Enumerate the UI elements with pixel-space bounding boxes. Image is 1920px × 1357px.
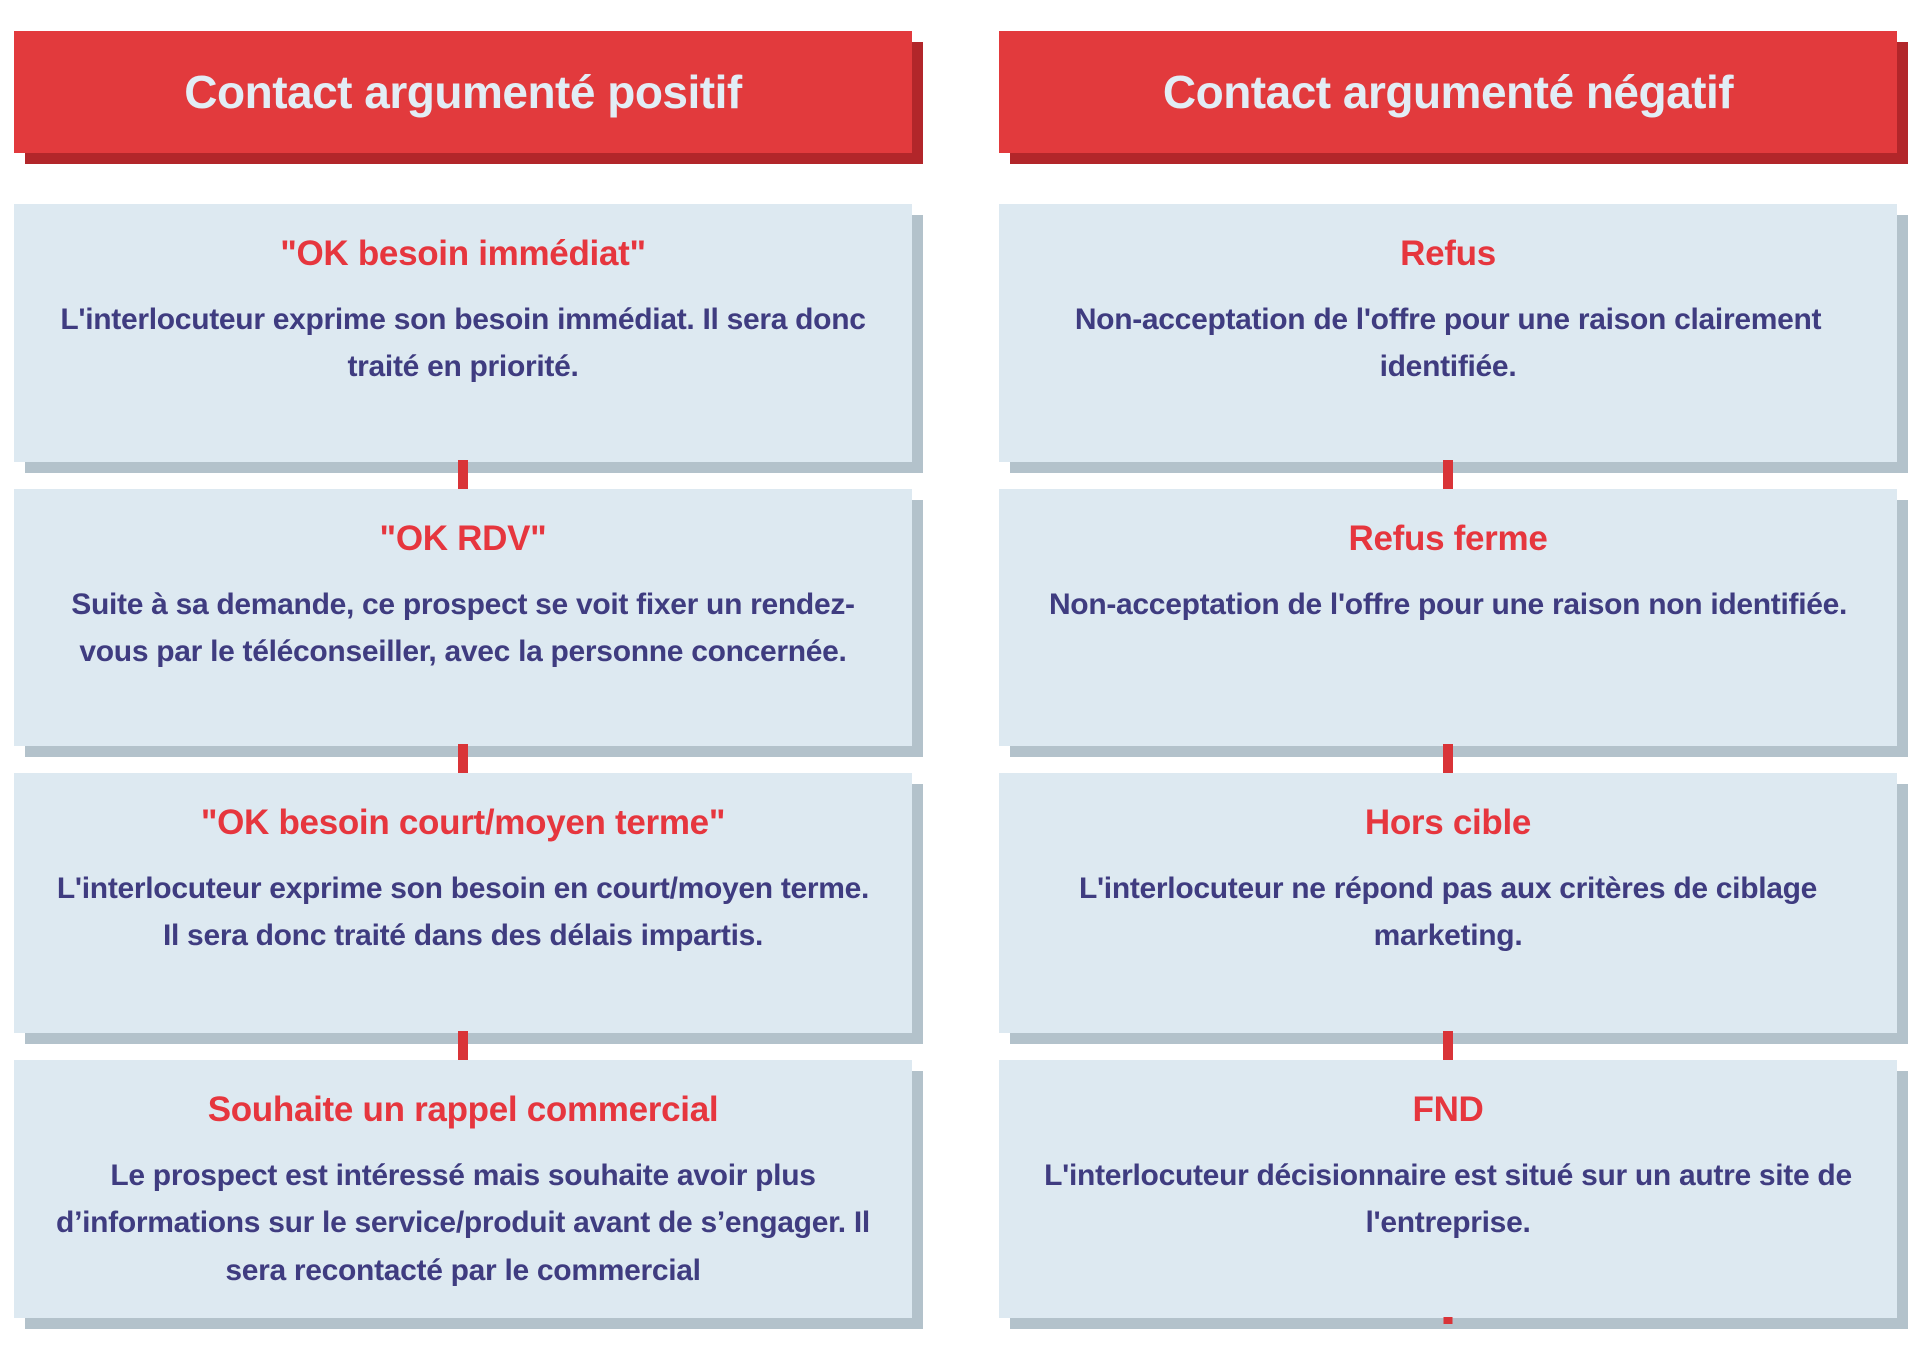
card-ok-besoin-immediat: "OK besoin immédiat" L'interlocuteur exp…	[14, 204, 912, 462]
column-header-negatif-label: Contact argumenté négatif	[1162, 66, 1734, 118]
column-header-positif: Contact argumenté positif	[14, 31, 912, 153]
card-title: Hors cible	[1364, 803, 1532, 842]
card-body: L'interlocuteur exprime son besoin imméd…	[60, 302, 866, 384]
card-fnd: FND L'interlocuteur décisionnaire est si…	[999, 1060, 1897, 1318]
column-contact-negatif: Contact argumenté négatif Refus Non-acce…	[999, 31, 1897, 1324]
card-title: FND	[1412, 1090, 1484, 1129]
card-body: L'interlocuteur exprime son besoin en co…	[56, 871, 870, 953]
card-refus: Refus Non-acceptation de l'offre pour un…	[999, 204, 1897, 462]
card-souhaite-rappel-commercial: Souhaite un rappel commercial Le prospec…	[14, 1060, 912, 1318]
card-refus-ferme: Refus ferme Non-acceptation de l'offre p…	[999, 489, 1897, 746]
card-title: "OK RDV"	[379, 519, 547, 558]
card-title: "OK besoin court/moyen terme"	[200, 803, 726, 842]
card-hors-cible: Hors cible L'interlocuteur ne répond pas…	[999, 773, 1897, 1033]
card-body: Non-acceptation de l'offre pour une rais…	[1074, 302, 1822, 384]
column-contact-positif: Contact argumenté positif "OK besoin imm…	[14, 31, 912, 1318]
connector	[14, 460, 912, 489]
card-body: L'interlocuteur ne répond pas aux critèr…	[1078, 871, 1818, 953]
card-ok-besoin-court-moyen-terme: "OK besoin court/moyen terme" L'interloc…	[14, 773, 912, 1033]
card-body: Non-acceptation de l'offre pour une rais…	[1048, 587, 1848, 621]
connector-dash	[1443, 460, 1453, 489]
card-body: Le prospect est intéressé mais souhaite …	[56, 1158, 870, 1287]
card-ok-rdv: "OK RDV" Suite à sa demande, ce prospect…	[14, 489, 912, 746]
connector-dash	[458, 460, 468, 489]
card-body: Suite à sa demande, ce prospect se voit …	[71, 587, 855, 669]
connector	[14, 744, 912, 773]
connector-dash	[458, 744, 468, 773]
column-header-positif-label: Contact argumenté positif	[184, 66, 742, 118]
column-header-negatif: Contact argumenté négatif	[999, 31, 1897, 153]
connector	[999, 1031, 1897, 1060]
header-gap	[999, 153, 1897, 204]
header-gap	[14, 153, 912, 204]
card-body: L'interlocuteur décisionnaire est situé …	[1044, 1158, 1852, 1240]
connector-dash	[1443, 744, 1453, 773]
connector-dash	[458, 1031, 468, 1060]
card-title: Refus ferme	[1348, 519, 1548, 558]
connector	[999, 744, 1897, 773]
connector-dash	[1443, 1317, 1453, 1324]
card-title: Souhaite un rappel commercial	[207, 1090, 719, 1129]
card-title: Refus	[1400, 234, 1496, 273]
connector	[14, 1031, 912, 1060]
connector	[999, 460, 1897, 489]
connector-dash	[1443, 1031, 1453, 1060]
card-title: "OK besoin immédiat"	[280, 234, 646, 273]
